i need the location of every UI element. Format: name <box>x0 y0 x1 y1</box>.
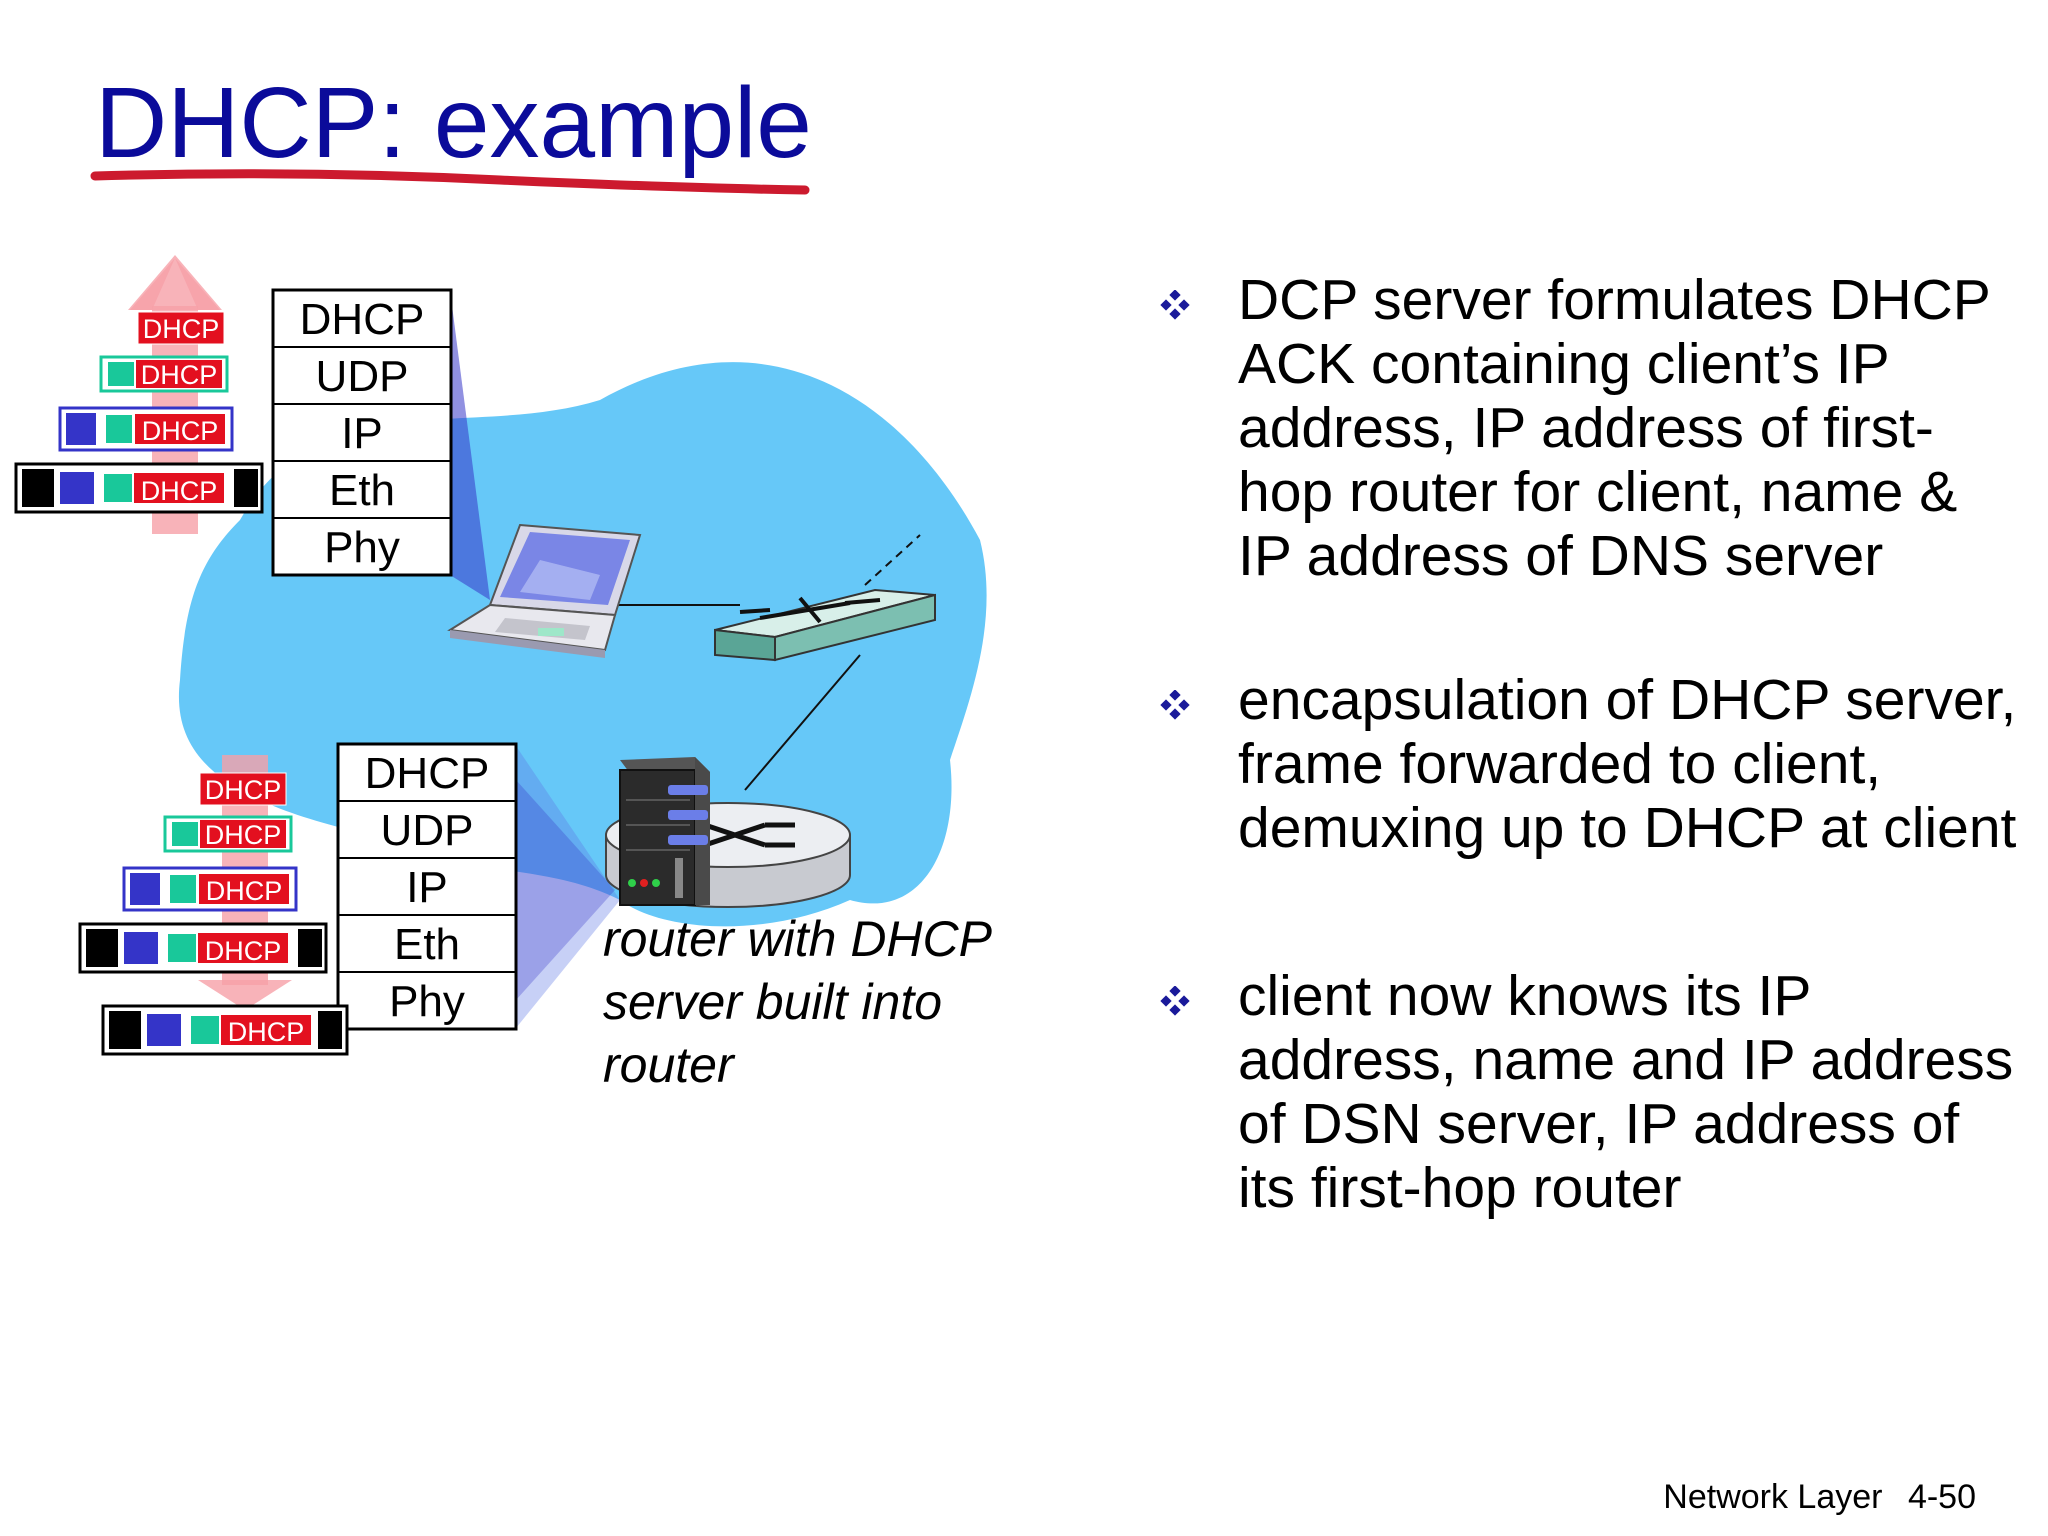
down-arrow-head <box>198 980 292 1010</box>
link-switch-router <box>744 654 861 791</box>
server-packet-udp: DHCP <box>163 815 293 853</box>
bullet-text: client now knows its IP address, name an… <box>1238 964 2014 1220</box>
client-layer-phy: Phy <box>324 523 400 572</box>
bullet-text: encapsulation of DHCP server, frame forw… <box>1238 668 2017 860</box>
client-layer-udp: UDP <box>316 352 409 401</box>
svg-text:DHCP: DHCP <box>205 820 282 850</box>
bullet-text: DCP server formulates DHCP ACK containin… <box>1238 268 1990 588</box>
svg-text:DHCP: DHCP <box>141 360 218 390</box>
server-stack-callout <box>516 746 620 1028</box>
client-layer-ip: IP <box>341 409 383 458</box>
server-layer-dhcp: DHCP <box>365 749 490 798</box>
ethernet-switch-icon <box>714 588 936 662</box>
server-layer-ip: IP <box>406 863 448 912</box>
bullet-list: DCP server formulates DHCP ACK containin… <box>1160 268 2020 1220</box>
server-layer-phy: Phy <box>389 977 465 1026</box>
router-caption: router with DHCP server built into route… <box>603 908 1033 1097</box>
diamond-cluster-icon <box>1160 986 1190 1016</box>
diamond-cluster-icon <box>1160 290 1190 320</box>
router-caption-line-3: router <box>603 1037 734 1093</box>
link-switch-uplink <box>864 534 921 586</box>
client-layer-dhcp: DHCP <box>300 295 425 344</box>
client-packet-eth: DHCP <box>14 462 264 514</box>
server-packet-eth-sent: DHCP <box>101 1004 349 1056</box>
server-packet-dhcp: DHCP <box>199 772 287 806</box>
footer-page-number: 4-50 <box>1907 1478 1976 1516</box>
svg-text:DHCP: DHCP <box>205 775 282 805</box>
server-tower-icon <box>619 757 710 906</box>
client-packet-dhcp: DHCP <box>137 311 225 345</box>
server-stack-callout-2 <box>516 780 615 1000</box>
server-protocol-stack: DHCP UDP IP Eth Phy <box>336 742 518 1031</box>
svg-text:DHCP: DHCP <box>206 876 283 906</box>
router-caption-line-1: router with DHCP <box>603 911 992 967</box>
footer-section: Network Layer <box>1663 1478 1883 1516</box>
slide-title: DHCP: example <box>95 67 812 179</box>
client-packet-ip: DHCP <box>58 406 234 452</box>
client-layer-eth: Eth <box>329 466 395 515</box>
client-packet-udp: DHCP <box>99 355 229 393</box>
server-layer-udp: UDP <box>381 806 474 855</box>
bullet-item: client now knows its IP address, name an… <box>1160 964 2020 1220</box>
bullet-item: DCP server formulates DHCP ACK containin… <box>1160 268 2020 668</box>
bullet-item: encapsulation of DHCP server, frame forw… <box>1160 668 2020 964</box>
server-packet-eth: DHCP <box>78 922 328 974</box>
router-caption-line-2: server built into <box>603 974 943 1030</box>
client-protocol-stack: DHCP UDP IP Eth Phy <box>271 288 453 577</box>
svg-text:DHCP: DHCP <box>143 314 220 344</box>
svg-text:DHCP: DHCP <box>142 416 219 446</box>
server-packet-ip: DHCP <box>122 866 298 912</box>
diamond-cluster-icon <box>1160 690 1190 720</box>
svg-text:DHCP: DHCP <box>141 476 218 506</box>
client-stack-callout <box>450 290 490 600</box>
slide-footer: Network Layer 4-50 <box>1663 1478 1976 1517</box>
up-arrow-head <box>130 258 220 310</box>
svg-text:DHCP: DHCP <box>205 936 282 966</box>
title-underline <box>90 169 810 195</box>
server-layer-eth: Eth <box>394 920 460 969</box>
laptop-icon <box>447 523 642 658</box>
svg-text:DHCP: DHCP <box>228 1017 305 1047</box>
